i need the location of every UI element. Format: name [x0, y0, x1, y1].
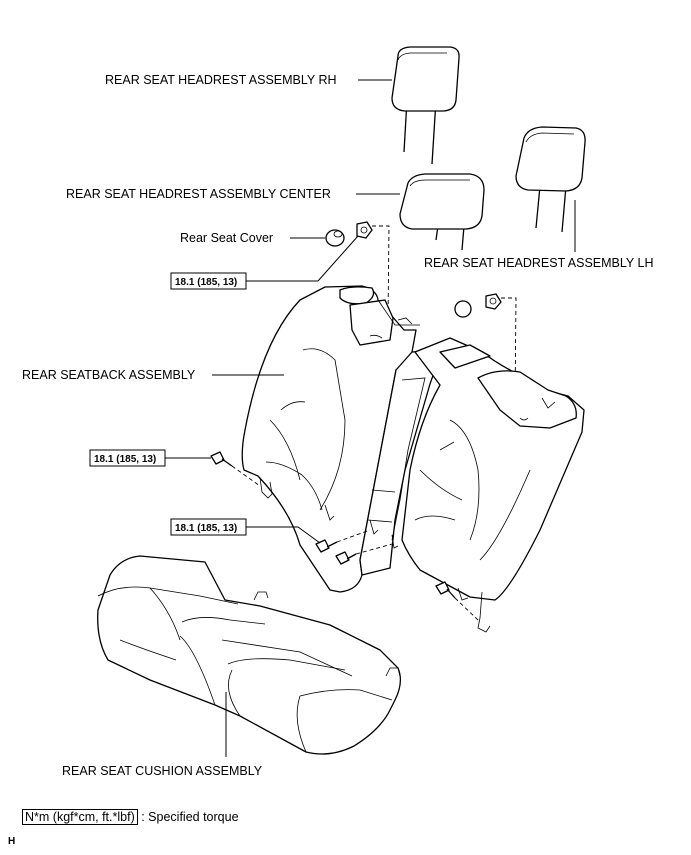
label-headrest-lh: REAR SEAT HEADREST ASSEMBLY LH [424, 256, 653, 270]
rear-seatback [241, 285, 585, 633]
clip-center [356, 221, 373, 239]
rear-seat-cover [325, 229, 345, 247]
dash-bolt-left [231, 465, 261, 487]
rear-seat-cushion [97, 555, 402, 755]
torque-legend: N*m (kgf*cm, ft.*lbf) : Specified torque [22, 809, 239, 825]
clip-lh [485, 293, 502, 310]
dash-bolt-middle-1 [336, 529, 371, 543]
headrest-lh [515, 126, 586, 233]
label-headrest-center: REAR SEAT HEADREST ASSEMBLY CENTER [66, 187, 331, 201]
hook-mid [369, 519, 379, 535]
cushion-hook-right [385, 667, 401, 677]
bolt-right [435, 581, 456, 599]
torque-value-middle: 18.1 (185, 13) [175, 523, 237, 534]
leader-torque-top-diag [317, 235, 359, 282]
torque-value-left: 18.1 (185, 13) [94, 454, 156, 465]
dash-clip-lh [501, 297, 517, 406]
bolt-middle-2 [335, 551, 357, 565]
legend-text: : Specified torque [141, 810, 239, 824]
label-rear-seat-cover: Rear Seat Cover [180, 231, 273, 245]
dash-bolt-right [454, 597, 479, 621]
cushion-hook-left [253, 591, 269, 601]
hook-left [259, 477, 273, 499]
hook-right-2 [477, 591, 491, 633]
bolt-left [210, 451, 233, 467]
leader-torque-middle [246, 526, 321, 544]
dash-clip-center [372, 225, 390, 321]
label-seatback: REAR SEATBACK ASSEMBLY [22, 368, 196, 382]
dash-bolt-middle-2 [355, 543, 393, 555]
hook-right-1 [457, 587, 469, 601]
rear-seat-cover-lh [454, 300, 472, 318]
torque-box-top [170, 272, 247, 290]
hook-mid-right [391, 534, 399, 549]
hook-mid-left [324, 504, 335, 521]
torque-value-top: 18.1 (185, 13) [175, 277, 237, 288]
label-cushion: REAR SEAT CUSHION ASSEMBLY [62, 764, 263, 778]
label-headrest-rh: REAR SEAT HEADREST ASSEMBLY RH [105, 73, 337, 87]
headrest-center [399, 173, 485, 251]
headrest-rh [391, 46, 460, 165]
corner-mark: H [8, 836, 16, 847]
legend-unit-box: N*m (kgf*cm, ft.*lbf) [22, 809, 138, 825]
